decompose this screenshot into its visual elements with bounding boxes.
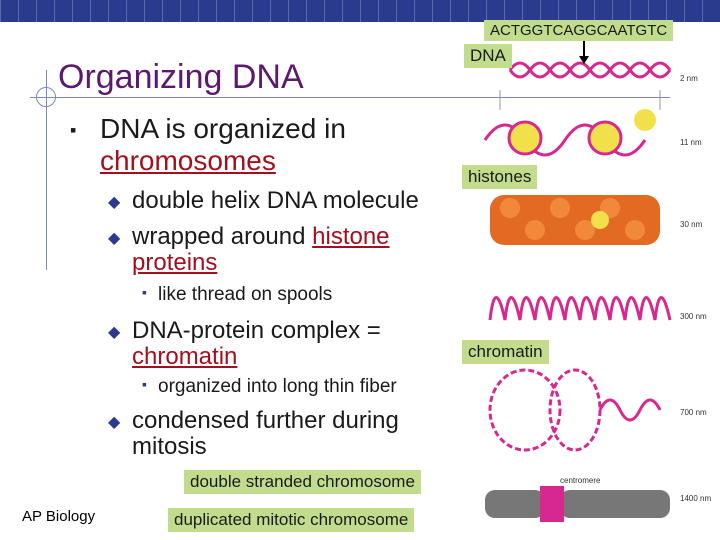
bullet-sub-3: ◆ DNA-protein complex = chromatin bbox=[108, 317, 381, 370]
square-bullet-icon: ▪ bbox=[70, 120, 77, 140]
scale-label: 700 nm bbox=[680, 408, 707, 417]
label-dna: DNA bbox=[464, 44, 512, 68]
scale-label: 1400 nm bbox=[680, 494, 712, 503]
crosshair-ornament bbox=[36, 87, 56, 107]
bullet-sub-1-text: double helix DNA molecule bbox=[132, 187, 419, 214]
centromere-label: centromere bbox=[560, 476, 601, 485]
square-bullet-icon: ▪ bbox=[142, 284, 147, 300]
looped-domains bbox=[488, 296, 672, 321]
slide-title: Organizing DNA bbox=[58, 58, 304, 96]
term-histone: histone bbox=[312, 223, 390, 250]
scale-label: 2 nm bbox=[680, 74, 698, 83]
bullet-sub-4: ◆ condensed further during mitosis bbox=[108, 407, 399, 460]
label-double-stranded: double stranded chromosome bbox=[184, 470, 421, 494]
scale-label: 300 nm bbox=[680, 312, 707, 321]
bullet-main: ▪ DNA is organized in chromosomes bbox=[70, 113, 346, 177]
bullet-sub-4-line2: mitosis bbox=[132, 433, 207, 460]
label-duplicated-mitotic: duplicated mitotic chromosome bbox=[168, 508, 415, 532]
square-bullet-icon: ▪ bbox=[142, 376, 147, 392]
scale-label: 30 nm bbox=[680, 220, 703, 229]
term-chromatin: chromatin bbox=[132, 343, 238, 370]
diamond-bullet-icon: ◆ bbox=[108, 414, 121, 431]
mitotic-chromosome: centromere bbox=[485, 476, 670, 522]
chromosome-diagram: centromere bbox=[483, 40, 672, 522]
label-chromatin: chromatin bbox=[462, 340, 549, 364]
header-bar bbox=[0, 0, 720, 22]
label-histones: histones bbox=[462, 165, 538, 189]
chromatin-fiber-30nm bbox=[490, 195, 660, 245]
bullet-sub-2-text: wrapped around bbox=[132, 223, 313, 250]
diamond-bullet-icon: ◆ bbox=[108, 194, 121, 211]
nucleosome-beads bbox=[483, 109, 656, 157]
bullet-detail-2-text: organized into long thin fiber bbox=[158, 376, 397, 397]
bullet-sub-2: ◆ wrapped around histone proteins bbox=[108, 223, 390, 276]
footer-course: AP Biology bbox=[22, 508, 96, 525]
title-rule bbox=[30, 97, 670, 98]
title-rule-vertical bbox=[46, 70, 47, 270]
bullet-detail-2: ▪ organized into long thin fiber bbox=[142, 376, 397, 398]
diamond-bullet-icon: ◆ bbox=[108, 324, 121, 341]
bullet-sub-1: ◆ double helix DNA molecule bbox=[108, 187, 419, 214]
bullet-sub-4-line1: condensed further during bbox=[132, 407, 399, 434]
arrow-head-icon bbox=[579, 56, 589, 64]
term-chromosomes: chromosomes bbox=[100, 145, 276, 176]
bullet-detail-1: ▪ like thread on spools bbox=[142, 284, 333, 306]
scale-label: 11 nm bbox=[680, 138, 702, 147]
term-proteins: proteins bbox=[132, 249, 218, 276]
label-sequence: ACTGGTCAGGCAATGTC bbox=[484, 20, 674, 41]
condensed-chromatin bbox=[488, 368, 662, 452]
diamond-bullet-icon: ◆ bbox=[108, 230, 121, 247]
dna-helix-strand-b bbox=[508, 61, 672, 79]
bullet-main-text: DNA is organized in bbox=[100, 113, 346, 144]
bullet-detail-1-text: like thread on spools bbox=[158, 284, 333, 305]
bullet-sub-3-text: DNA-protein complex = bbox=[132, 317, 381, 344]
